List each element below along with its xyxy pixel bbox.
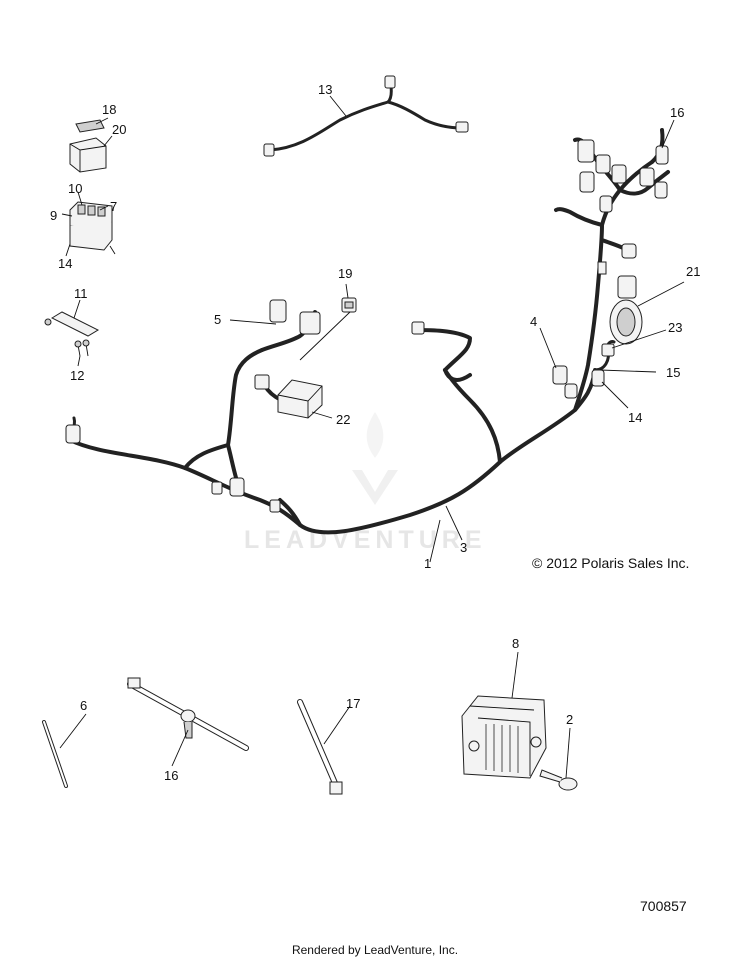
- main-harness: [68, 310, 597, 535]
- cable-tie-17: [297, 699, 343, 795]
- connectors-left: [65, 299, 321, 513]
- relay-block: [69, 201, 116, 255]
- module-22: [277, 379, 323, 419]
- fuse-cover-20: [69, 119, 107, 173]
- callout-12: 12: [70, 368, 84, 383]
- callout-6: 6: [80, 698, 87, 713]
- rendered-by-footer: Rendered by LeadVenture, Inc.: [291, 943, 459, 957]
- callout-13: 13: [318, 82, 332, 97]
- callout-3: 3: [460, 540, 467, 555]
- callout-16-top: 16: [670, 105, 684, 120]
- callout-18: 18: [102, 102, 116, 117]
- callout-15: 15: [666, 365, 680, 380]
- connector-19: [341, 297, 357, 313]
- callout-2: 2: [566, 712, 573, 727]
- callout-labels: 13 16 18 20 10 7 9 14 11 12 19 5 22 4 21…: [50, 82, 700, 783]
- push-mount-tie-16: [127, 677, 249, 751]
- harness-13: [263, 75, 469, 157]
- bracket-11: [44, 311, 100, 357]
- callout-16-bottom: 16: [164, 768, 178, 783]
- callout-17: 17: [346, 696, 360, 711]
- callout-7: 7: [110, 199, 117, 214]
- callout-4: 4: [530, 314, 537, 329]
- callout-23: 23: [668, 320, 682, 335]
- callout-20: 20: [112, 122, 126, 137]
- leader-lines: [59, 95, 685, 779]
- cable-tie-6: [42, 720, 68, 788]
- connectors-right-lower: [411, 321, 615, 399]
- callout-5: 5: [214, 312, 221, 327]
- copyright-notice: © 2012 Polaris Sales Inc.: [532, 555, 690, 571]
- drawing-number: 700857: [640, 898, 687, 914]
- callout-22: 22: [336, 412, 350, 427]
- callout-14-harness: 14: [628, 410, 642, 425]
- callout-19: 19: [338, 266, 352, 281]
- grommet-21: [609, 275, 643, 345]
- callout-11: 11: [74, 286, 88, 301]
- screw-2: [539, 769, 578, 791]
- connector-cluster-16: [577, 139, 669, 275]
- watermark-logo: [352, 412, 398, 505]
- regulator-8: [461, 695, 547, 779]
- callout-10: 10: [68, 181, 82, 196]
- callout-1: 1: [424, 556, 431, 571]
- callout-21: 21: [686, 264, 700, 279]
- callout-14-relay: 14: [58, 256, 72, 271]
- watermark-text: LEADVENTURE: [244, 526, 487, 554]
- callout-8: 8: [512, 636, 519, 651]
- callout-9: 9: [50, 208, 57, 223]
